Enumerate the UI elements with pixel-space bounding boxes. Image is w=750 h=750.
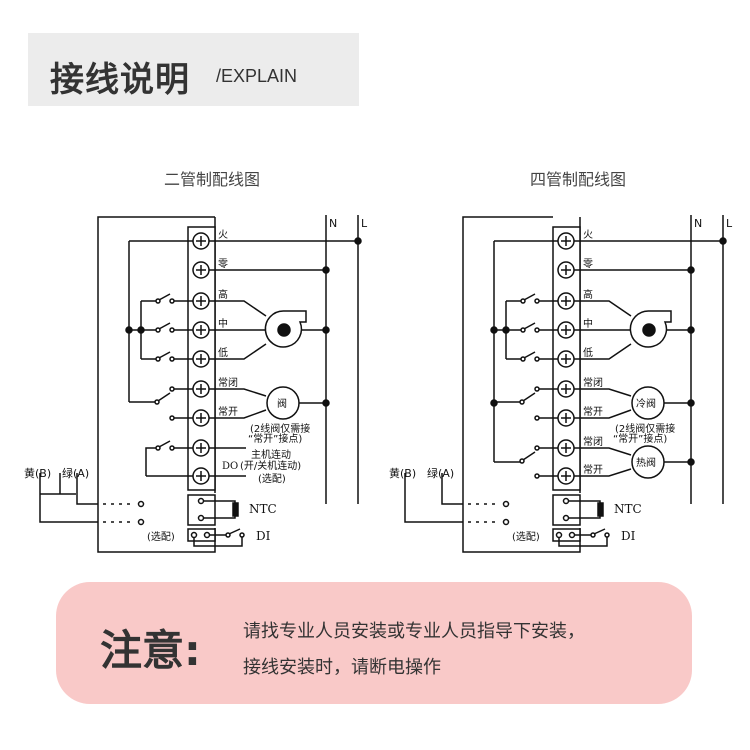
terminal-cold-no [557, 409, 575, 427]
terminal-label: 常开 [583, 405, 603, 418]
neutral-label: N [694, 217, 702, 230]
ntc-label: NTC [614, 502, 642, 516]
terminal-cold-nc [557, 380, 575, 398]
do-note: (开/关机连动) [240, 459, 301, 472]
terminal-do-1 [192, 439, 210, 457]
page-title: 接线说明 [50, 60, 190, 100]
terminal-label: 零 [218, 258, 228, 270]
do-note: (选配) [258, 472, 286, 485]
ntc-label: NTC [249, 502, 277, 516]
terminal-label: 中 [218, 317, 228, 330]
terminal-high [557, 292, 575, 310]
terminal-live [557, 232, 575, 250]
terminal-neutral [557, 261, 575, 279]
fan-motor-icon [264, 310, 307, 348]
controller-outline [97, 216, 216, 553]
valve-note: “常开”接点) [613, 432, 667, 445]
do-note: 主机连动 [251, 448, 291, 461]
terminal-label: 常开 [583, 463, 603, 476]
comm-b-label: 黄(B) [24, 466, 51, 480]
terminal-label: 低 [218, 346, 228, 359]
terminal-label: 常闭 [583, 435, 603, 448]
valve-note: “常开”接点) [248, 432, 302, 445]
header-banner [28, 33, 359, 106]
valve-label: 阀 [277, 397, 287, 410]
fan-motor-icon [629, 310, 672, 348]
controller-outline [462, 216, 581, 553]
notice-label: 注意: [100, 626, 201, 675]
page-subtitle: /EXPLAIN [216, 66, 298, 86]
hot-valve-label: 热阀 [636, 456, 656, 469]
terminal-mid [557, 321, 575, 339]
notice-line: 请找专业人员安装或专业人员指导下安装， [243, 621, 585, 642]
do-label: DO [222, 461, 238, 472]
di-label: DI [621, 529, 636, 543]
terminal-label: 高 [583, 288, 593, 301]
terminal-label: 中 [583, 317, 593, 330]
live-label: L [361, 217, 368, 230]
comm-a-label: 绿(A) [62, 466, 89, 480]
terminal-label: 高 [218, 288, 228, 301]
neutral-label: N [329, 217, 337, 230]
cold-valve-label: 冷阀 [636, 397, 656, 410]
terminal-nc [192, 380, 210, 398]
terminal-do-2 [192, 467, 210, 485]
terminal-label: 火 [583, 229, 593, 241]
terminal-low [557, 350, 575, 368]
di-label: DI [256, 529, 271, 543]
ntc-sensor-icon [232, 502, 239, 517]
terminal-label: 零 [583, 258, 593, 270]
terminal-label: 常闭 [218, 376, 238, 389]
notice-line: 接线安装时，请断电操作 [243, 657, 441, 678]
optional-label: (选配) [147, 530, 175, 543]
terminal-low [192, 350, 210, 368]
valve-note: (2线阀仅需接 [615, 422, 675, 435]
terminal-no [192, 409, 210, 427]
terminal-mid [192, 321, 210, 339]
terminal-hot-no [557, 467, 575, 485]
terminal-label: 火 [218, 229, 228, 241]
four-pipe-diagram-title: 四管制配线图 [530, 170, 627, 189]
two-pipe-diagram-title: 二管制配线图 [164, 170, 261, 189]
comm-b-label: 黄(B) [389, 466, 416, 480]
terminal-live [192, 232, 210, 250]
terminal-label: 常开 [218, 405, 238, 418]
terminal-label: 低 [583, 346, 593, 359]
notice-box [56, 582, 692, 704]
live-label: L [726, 217, 733, 230]
terminal-hot-nc [557, 439, 575, 457]
comm-a-label: 绿(A) [427, 466, 454, 480]
terminal-neutral [192, 261, 210, 279]
terminal-label: 常闭 [583, 376, 603, 389]
optional-label: (选配) [512, 530, 540, 543]
two-pipe-diagram [39, 215, 362, 553]
valve-note: (2线阀仅需接 [250, 422, 310, 435]
terminal-high [192, 292, 210, 310]
ntc-sensor-icon [597, 502, 604, 517]
